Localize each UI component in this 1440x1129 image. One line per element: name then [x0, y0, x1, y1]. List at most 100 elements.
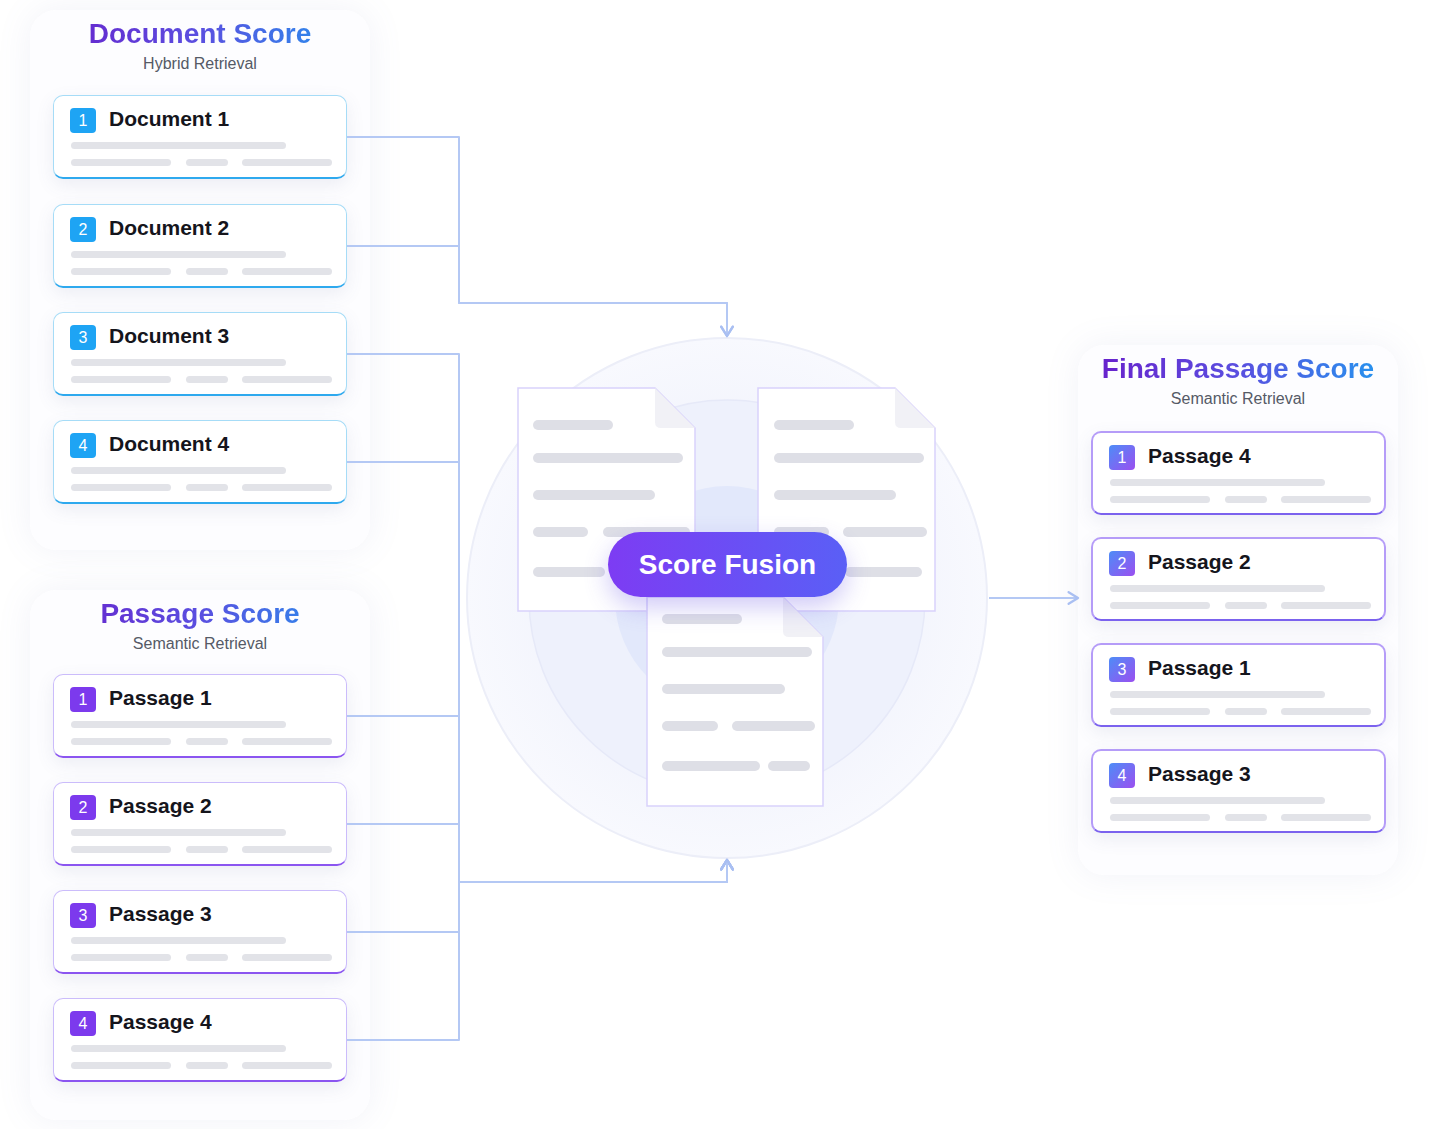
score-card: 3 Document 3 [53, 312, 347, 396]
placeholder-lines [1093, 645, 1384, 725]
score-card: 2Passage 2 [53, 782, 347, 866]
rank-badge: 2 [70, 795, 96, 820]
text-bar [1281, 814, 1371, 821]
rank-badge: 4 [70, 1011, 96, 1036]
text-bar [603, 527, 690, 537]
connector [347, 824, 727, 882]
placeholder-lines [54, 96, 346, 177]
text-bar [71, 159, 171, 166]
text-bar [1110, 479, 1325, 486]
score-card: 1Document 1 [53, 95, 347, 179]
text-bar [1281, 602, 1371, 609]
card-title: Passage 4 [109, 1008, 212, 1036]
text-bar [186, 1062, 228, 1069]
card-title: Passage 3 [109, 900, 212, 928]
text-bar [242, 738, 332, 745]
connector [347, 462, 727, 882]
text-bar [774, 490, 896, 500]
inner-ring [529, 400, 925, 796]
rank-badge: 4 [70, 433, 96, 458]
text-bar [774, 453, 924, 463]
card-title: Document 3 [109, 322, 229, 350]
text-bar [242, 268, 332, 275]
text-bar [71, 467, 286, 474]
placeholder-lines [54, 313, 346, 394]
text-bar [186, 376, 228, 383]
rank-badge: 3 [70, 325, 96, 350]
text-bar [1225, 496, 1267, 503]
rank-badge: 4 [1109, 763, 1135, 788]
placeholder-lines [1093, 539, 1384, 619]
connector [347, 860, 727, 1040]
text-bar [1110, 797, 1325, 804]
text-bar [242, 846, 332, 853]
group-heading: Final Passage Score [1078, 353, 1398, 385]
text-bar [1110, 691, 1325, 698]
text-bar [71, 484, 171, 491]
text-bar [186, 738, 228, 745]
placeholder-lines [1093, 751, 1384, 831]
group-panel: 1Passage 1 2Passage 2 3Passage 3 4 Passage 4… [30, 590, 370, 1120]
document-fold [895, 388, 935, 428]
document-icon [647, 597, 823, 806]
placeholder-lines [54, 891, 346, 972]
text-bar [71, 721, 286, 728]
rank-badge: 2 [1109, 551, 1135, 576]
document-fold [655, 388, 695, 428]
card-title: Document 1 [109, 105, 229, 133]
outer-circle [467, 338, 987, 858]
document-fold [783, 597, 823, 637]
text-bar [71, 251, 286, 258]
text-bar [242, 376, 332, 383]
text-bar [71, 1045, 286, 1052]
card-title: Document 2 [109, 214, 229, 242]
text-bar [1110, 602, 1210, 609]
score-card: 3Passage 3 [53, 890, 347, 974]
text-bar [71, 359, 286, 366]
text-bar [732, 721, 815, 731]
text-bar [242, 159, 332, 166]
group-heading: Passage Score [30, 598, 370, 630]
text-bar [533, 490, 655, 500]
card-title: Passage 2 [1148, 548, 1251, 576]
card-title: Document 4 [109, 430, 229, 458]
document-shape [647, 597, 823, 806]
card-title: Passage 3 [1148, 760, 1251, 788]
score-card: 4 Document 4 [53, 420, 347, 504]
card-title: Passage 1 [109, 684, 212, 712]
connector [347, 137, 727, 336]
text-bar [662, 614, 742, 624]
score-card: 3Passage 1 [1091, 643, 1386, 727]
text-bar [71, 937, 286, 944]
document-shape [758, 388, 935, 611]
connector [347, 716, 727, 882]
text-bar [71, 829, 286, 836]
document-icon [518, 388, 695, 611]
fusion-circle-outline [465, 336, 989, 860]
text-bar [1110, 496, 1210, 503]
text-bar [1110, 585, 1325, 592]
rank-badge: 1 [1109, 445, 1135, 470]
group-panel: 1 Passage 4 2 Passage 2 3Passage 1 4 Passage 3… [1078, 345, 1398, 875]
text-bar [1225, 708, 1267, 715]
text-bar [71, 376, 171, 383]
text-bar [1110, 708, 1210, 715]
text-bar [662, 684, 785, 694]
text-bar [242, 1062, 332, 1069]
placeholder-lines [54, 421, 346, 502]
card-title: Passage 4 [1148, 442, 1251, 470]
text-bar [662, 647, 812, 657]
placeholder-lines [54, 999, 346, 1080]
text-bar [71, 846, 171, 853]
text-bar [186, 954, 228, 961]
score-card: 2 Passage 2 [1091, 537, 1386, 621]
text-bar [71, 954, 171, 961]
document-shape [518, 388, 695, 611]
inner-glow [615, 486, 839, 710]
fusion-label: Score Fusion [608, 532, 847, 597]
text-bar [533, 527, 588, 537]
text-bar [1225, 814, 1267, 821]
score-card: 1Passage 1 [53, 674, 347, 758]
score-card: 4 Passage 3 [1091, 749, 1386, 833]
text-bar [1225, 602, 1267, 609]
